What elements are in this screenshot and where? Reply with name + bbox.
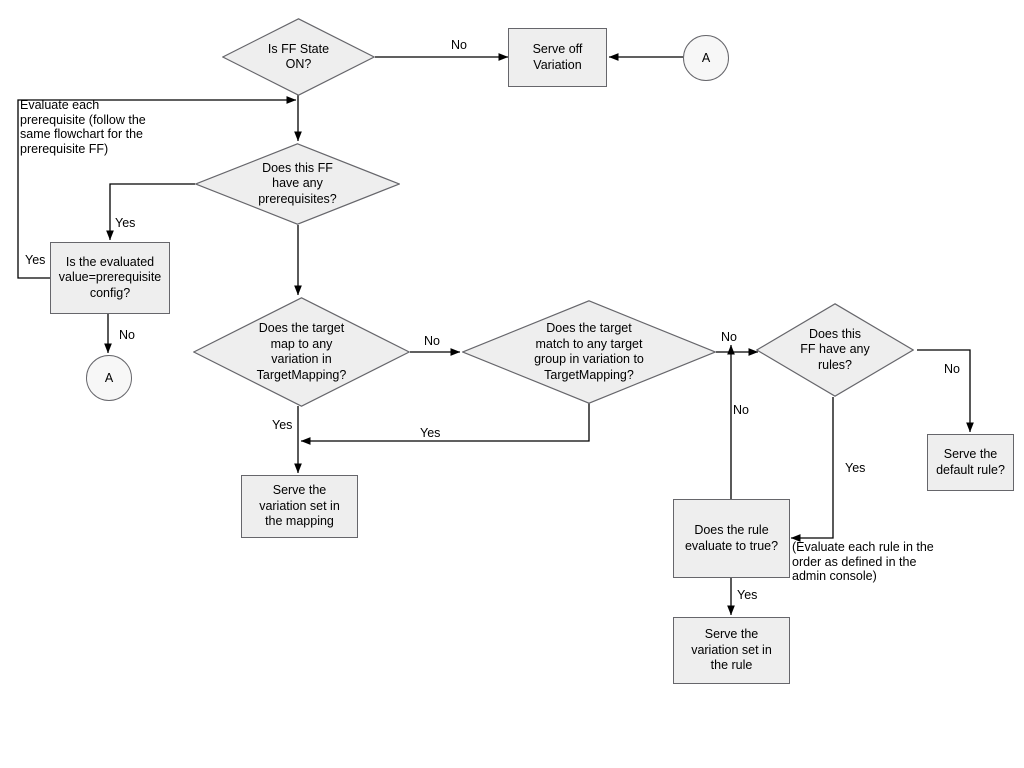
diamond-shape: [195, 143, 400, 225]
node-serve-off-variation[interactable]: Serve off Variation: [508, 28, 607, 87]
edge-label-targetgroup-yes: Yes: [420, 426, 441, 440]
edge-rules-yes: [790, 397, 834, 542]
diamond-shape: [193, 297, 410, 407]
edge-label-targetmap-no: No: [424, 334, 440, 348]
node-evaluated-value-equals-prereq-config[interactable]: Is the evaluated value=prerequisite conf…: [50, 242, 170, 314]
edge-label-evaluated-no: No: [119, 328, 135, 342]
edge-label-targetgroup-no: No: [721, 330, 737, 344]
node-target-group-match[interactable]: Does the target match to any target grou…: [462, 300, 716, 404]
connector-a-top[interactable]: A: [683, 35, 729, 81]
edge-label-ffstate-no: No: [451, 38, 467, 52]
edge-targetgroup-yes: [300, 403, 590, 445]
node-label: Does the target map to any variation in …: [256, 321, 347, 382]
edge-label-rule-yes: Yes: [737, 588, 758, 602]
edge-label-rules-yes: Yes: [845, 461, 866, 475]
node-is-ff-state-on[interactable]: Is FF State ON?: [222, 18, 375, 96]
node-target-map-to-variation[interactable]: Does the target map to any variation in …: [193, 297, 410, 407]
diamond-shape: [756, 303, 914, 397]
edge-label-rules-no: No: [944, 362, 960, 376]
edge-prereq-yes: [106, 183, 195, 241]
edge-label-targetmap-yes: Yes: [272, 418, 293, 432]
node-serve-mapping-variation[interactable]: Serve the variation set in the mapping: [241, 475, 358, 538]
node-label: Does this FF have any rules?: [800, 326, 870, 372]
edge-label-evaluated-yes: Yes: [25, 253, 46, 267]
node-serve-default-rule[interactable]: Serve the default rule?: [927, 434, 1014, 491]
node-label: Does this FF have any prerequisites?: [258, 160, 337, 206]
diamond-shape: [462, 300, 716, 404]
edge-label-rule-no: No: [733, 403, 749, 417]
note-rule-order: (Evaluate each rule in the order as defi…: [792, 540, 934, 584]
node-rule-evaluates-true[interactable]: Does the rule evaluate to true?: [673, 499, 790, 578]
diamond-shape: [222, 18, 375, 96]
node-label: Does the target match to any target grou…: [534, 321, 644, 382]
node-serve-rule-variation[interactable]: Serve the variation set in the rule: [673, 617, 790, 684]
node-label: Is FF State ON?: [267, 41, 330, 72]
note-prerequisite: Evaluate each prerequisite (follow the s…: [20, 98, 146, 156]
connector-a-left[interactable]: A: [86, 355, 132, 401]
edge-label-prereq-yes: Yes: [115, 216, 136, 230]
node-has-rules[interactable]: Does this FF have any rules?: [756, 303, 914, 397]
node-has-prerequisites[interactable]: Does this FF have any prerequisites?: [195, 143, 400, 225]
